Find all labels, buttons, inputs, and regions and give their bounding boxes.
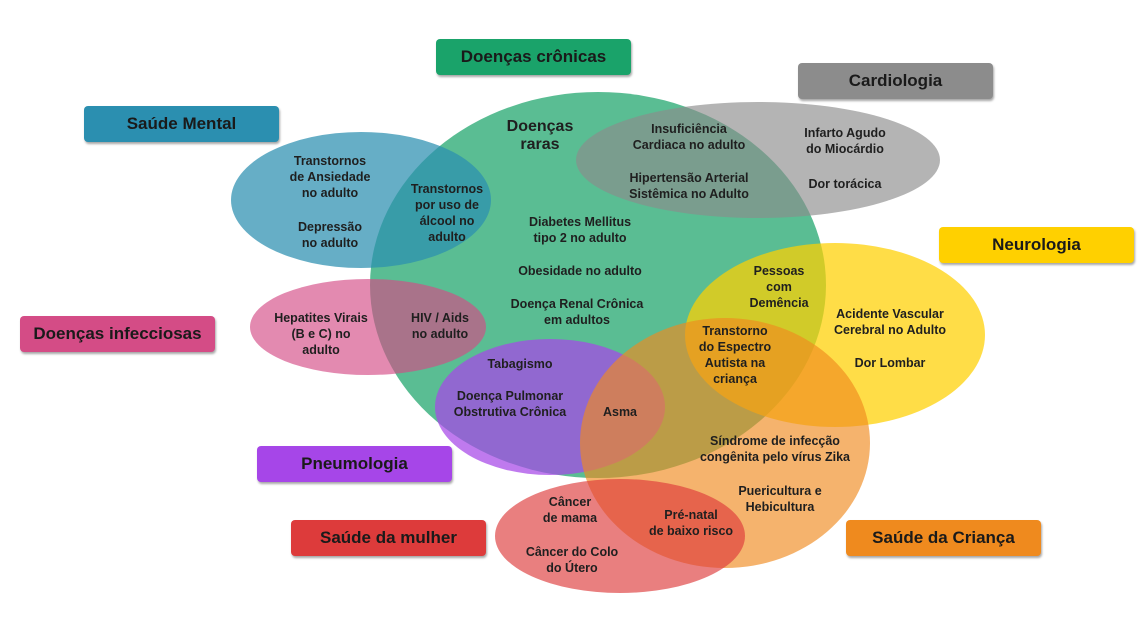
- label-infarto: Infarto Agudo do Miocárdio: [804, 126, 886, 156]
- label-dpoc: Doença Pulmonar Obstrutiva Crônica: [453, 389, 567, 419]
- tag-doencas-infecciosas: Doenças infecciosas: [20, 316, 215, 352]
- tag-saude-mental: Saúde Mental: [84, 106, 279, 142]
- label-diabetes: Diabetes Mellitus tipo 2 no adulto: [528, 215, 632, 245]
- label-avc: Acidente Vascular Cerebral no Adulto: [833, 307, 947, 337]
- tag-neurologia: Neurologia: [939, 227, 1134, 263]
- label-puericultura: Puericultura e Hebicultura: [738, 484, 822, 514]
- label-doencas-raras: Doenças raras: [506, 118, 574, 153]
- label-alcool: Transtornos por uso de álcool no adulto: [410, 182, 484, 244]
- ellipse-saude-mental: [231, 132, 491, 268]
- label-zika: Síndrome de infecção congênita pelo víru…: [699, 434, 851, 464]
- tag-doencas-cronicas: Doenças crônicas: [436, 39, 631, 75]
- tag-cardiologia: Cardiologia: [798, 63, 993, 99]
- label-insuficiencia-cardiaca: Insuficiência Cardiaca no adulto: [632, 122, 746, 152]
- label-ansiedade: Transtornos de Ansiedade no adulto: [289, 154, 371, 200]
- label-dor-toracica: Dor torácica: [808, 177, 882, 191]
- label-asma: Asma: [602, 405, 638, 419]
- tag-pneumologia: Pneumologia: [257, 446, 452, 482]
- label-autismo: Transtorno do Espectro Autista na crianç…: [698, 324, 772, 386]
- label-cancer-mama: Câncer de mama: [542, 495, 598, 525]
- label-cancer-colo: Câncer do Colo do Útero: [525, 545, 619, 575]
- label-demencia: Pessoas com Demência: [749, 264, 809, 310]
- ellipse-infecciosas: [250, 279, 486, 375]
- label-hipertensao: Hipertensão Arterial Sistêmica no Adulto: [629, 171, 749, 201]
- label-tabagismo: Tabagismo: [487, 357, 553, 371]
- ellipse-saude-mulher: [495, 479, 745, 593]
- label-obesidade: Obesidade no adulto: [518, 264, 642, 278]
- label-hepatites: Hepatites Virais (B e C) no adulto: [274, 311, 368, 357]
- label-hiv-aids: HIV / Aids no adulto: [411, 311, 469, 341]
- label-pre-natal: Pré-natal de baixo risco: [648, 508, 734, 538]
- label-dor-lombar: Dor Lombar: [854, 356, 926, 370]
- tag-saude-mulher: Saúde da mulher: [291, 520, 486, 556]
- tag-saude-crianca: Saúde da Criança: [846, 520, 1041, 556]
- label-doenca-renal: Doença Renal Crônica em adultos: [510, 297, 644, 327]
- label-depressao: Depressão no adulto: [298, 220, 362, 250]
- ellipse-cardiologia: [576, 102, 940, 218]
